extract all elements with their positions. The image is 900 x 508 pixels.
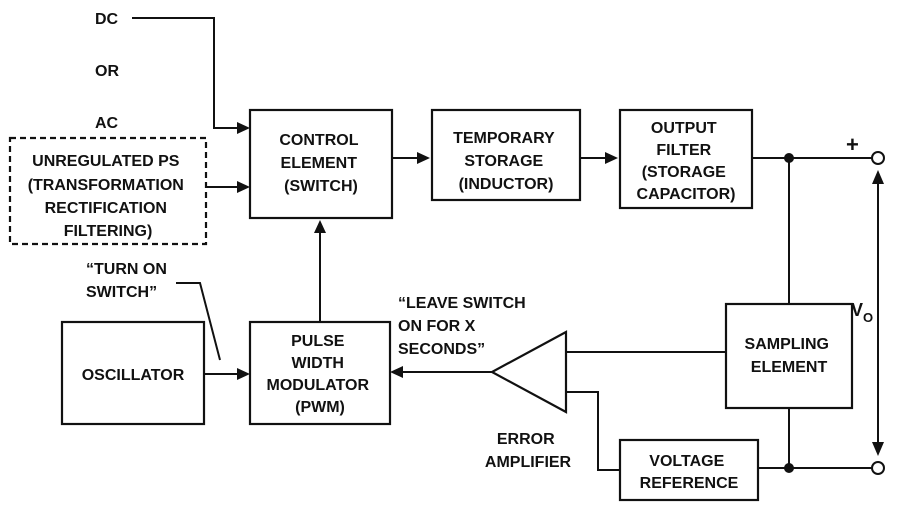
voltage-reference-label: VOLTAGE REFERENCE bbox=[640, 453, 739, 492]
or-label: OR bbox=[95, 63, 119, 80]
voltage-reference-box bbox=[618, 438, 760, 502]
oscillator-label: OSCILLATOR bbox=[82, 367, 185, 384]
storage-to-filter-arrowhead bbox=[605, 152, 618, 164]
sampling-element-box bbox=[724, 302, 854, 410]
output-filter-box bbox=[618, 108, 754, 210]
control-element-label: CONTROL ELEMENT (SWITCH) bbox=[279, 132, 362, 195]
top-junction-dot bbox=[784, 153, 794, 163]
vo-label: VO bbox=[851, 300, 873, 325]
oscillator-to-pwm-arrowhead bbox=[237, 368, 250, 380]
error-amplifier-label: ERROR AMPLIFIER bbox=[485, 431, 572, 471]
oscillator-box bbox=[60, 320, 206, 426]
ac-label: AC bbox=[95, 115, 119, 132]
bottom-junction-dot bbox=[784, 463, 794, 473]
positive-terminal bbox=[871, 151, 885, 165]
plus-sign: + bbox=[846, 132, 859, 157]
dc-input-arrowhead bbox=[237, 122, 250, 134]
output-filter-label: OUTPUT FILTER (STORAGE CAPACITOR) bbox=[637, 120, 736, 203]
ps-output-arrowhead bbox=[237, 181, 250, 193]
turn-on-switch-annotation: “TURN ON SWITCH” bbox=[86, 261, 171, 301]
unregulated-ps-box bbox=[8, 136, 208, 246]
control-to-storage-arrowhead bbox=[417, 152, 430, 164]
pwm-to-control-arrowhead bbox=[314, 220, 326, 233]
return-terminal bbox=[871, 461, 885, 475]
temporary-storage-box bbox=[430, 108, 582, 202]
error-amplifier-triangle bbox=[489, 330, 568, 414]
dc-label: DC bbox=[95, 11, 119, 28]
leave-switch-on-annotation: “LEAVE SWITCH ON FOR X SECONDS” bbox=[398, 295, 530, 358]
reference-to-amplifier-wire bbox=[566, 391, 620, 471]
vo-arrowhead-bottom bbox=[872, 442, 884, 456]
amplifier-to-pwm-arrowhead bbox=[390, 366, 403, 378]
control-element-box bbox=[248, 108, 394, 220]
unregulated-ps-label: UNREGULATED PS (TRANSFORMATION RECTIFICA… bbox=[28, 153, 189, 240]
dc-input-wire bbox=[132, 17, 238, 129]
temporary-storage-label: TEMPORARY STORAGE (INDUCTOR) bbox=[453, 130, 559, 193]
pwm-box bbox=[248, 320, 392, 426]
sampling-element-label: SAMPLING ELEMENT bbox=[745, 336, 834, 376]
vo-arrowhead-top bbox=[872, 170, 884, 184]
turn-on-switch-leader bbox=[176, 282, 221, 361]
pwm-label: PULSE WIDTH MODULATOR (PWM) bbox=[267, 333, 374, 416]
